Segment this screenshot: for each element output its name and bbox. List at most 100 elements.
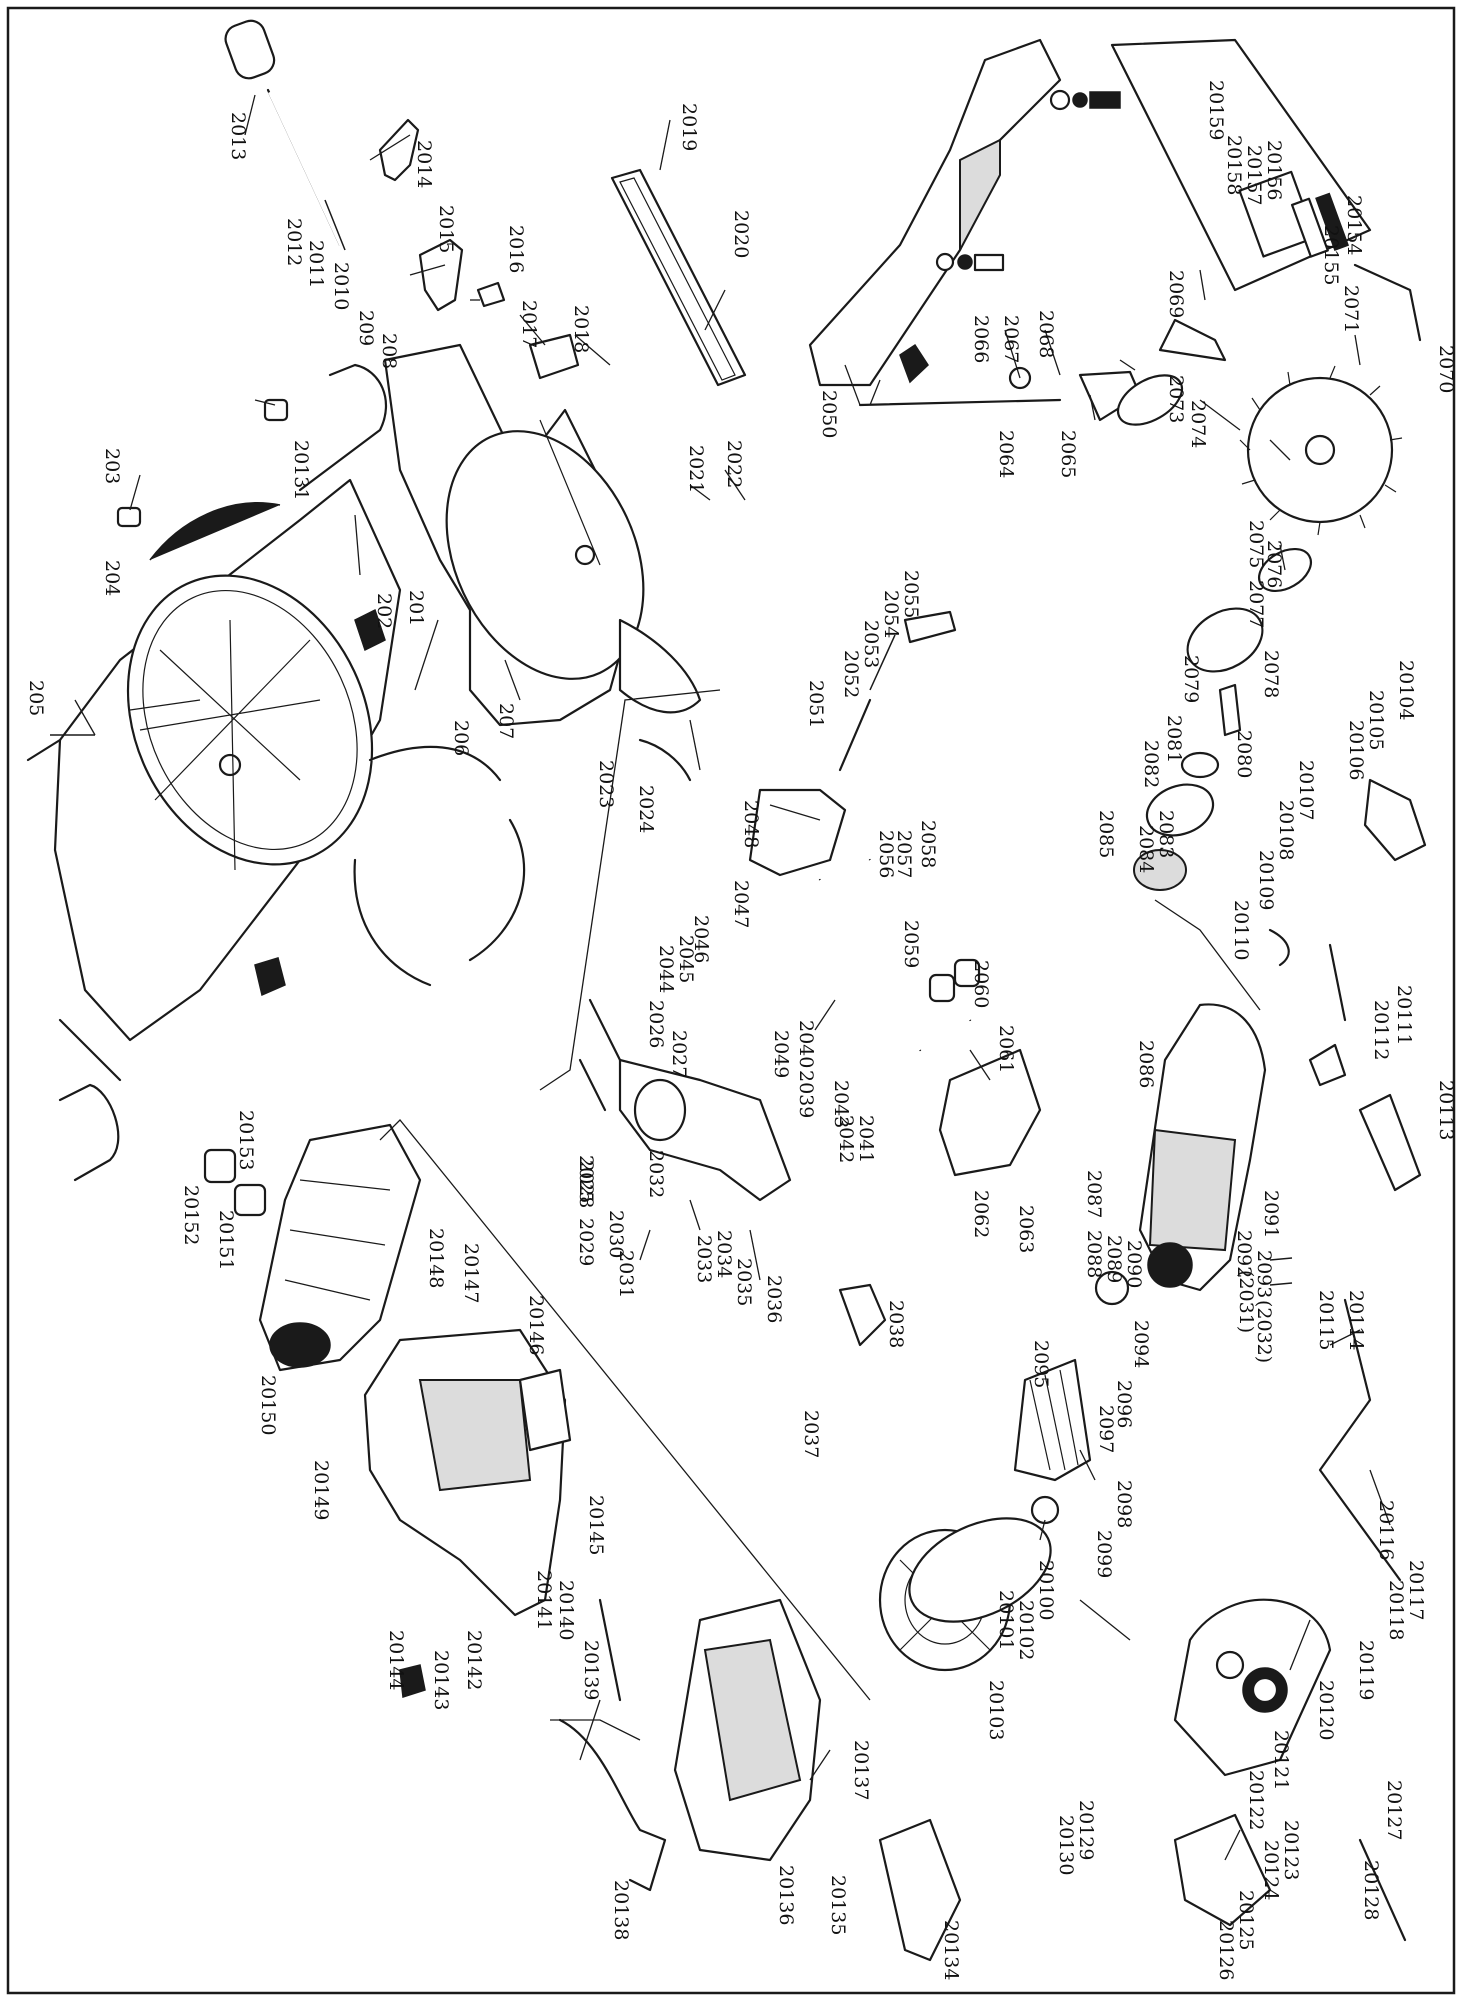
callout-2081: 2081 bbox=[1163, 715, 1185, 763]
callout-208: 208 bbox=[378, 333, 400, 369]
switch-detail-box bbox=[1110, 38, 1372, 292]
callout-2056: 2056 bbox=[875, 830, 897, 878]
callout-20153: 20153 bbox=[235, 1110, 257, 1170]
housing-20101 bbox=[908, 1517, 1052, 1623]
callout-2088: 2088 bbox=[1083, 1230, 1105, 1278]
nut bbox=[1072, 92, 1088, 108]
knob-202 bbox=[354, 608, 386, 652]
callout-2013: 2013 bbox=[227, 112, 249, 160]
callout-2027: 2027 bbox=[668, 1030, 690, 1078]
callout-2098: 2098 bbox=[1113, 1480, 1135, 1528]
callout-20124: 20124 bbox=[1260, 1840, 1282, 1900]
armature-2098 bbox=[1013, 1358, 1092, 1482]
cap-20152 bbox=[203, 1148, 237, 1184]
callout-2093: 2093 bbox=[1253, 1250, 1275, 1298]
callout-2016: 2016 bbox=[505, 225, 527, 273]
callout-20151: 20151 bbox=[215, 1210, 237, 1270]
callout-2097: 2097 bbox=[1095, 1405, 1117, 1453]
callout-20120: 20120 bbox=[1315, 1680, 1337, 1740]
callout-20113: 20113 bbox=[1435, 1080, 1457, 1140]
callout-2064: 2064 bbox=[995, 430, 1017, 478]
callout-2034: 2034 bbox=[713, 1230, 735, 1278]
callout-2073: 2073 bbox=[1165, 375, 1187, 423]
clip-20109 bbox=[1268, 928, 1290, 967]
callout-20158: 20158 bbox=[1223, 135, 1245, 195]
callout-2099: 2099 bbox=[1093, 1530, 1115, 1578]
callout-20147: 20147 bbox=[460, 1243, 482, 1303]
callout-2058: 2058 bbox=[917, 820, 939, 868]
callout-20105: 20105 bbox=[1365, 690, 1387, 750]
callout-20137: 20137 bbox=[850, 1740, 872, 1800]
callout-2096: 2096 bbox=[1113, 1380, 1135, 1428]
pin-2025 bbox=[578, 1058, 607, 1112]
rail-2020 bbox=[610, 168, 747, 387]
callout-209: 209 bbox=[355, 310, 377, 346]
callout-2036: 2036 bbox=[763, 1275, 785, 1323]
callout-2078: 2078 bbox=[1260, 650, 1282, 698]
callout-20155: 20155 bbox=[1320, 225, 1342, 285]
handle-knob bbox=[224, 19, 346, 251]
callout-2015: 2015 bbox=[435, 205, 457, 253]
callout-20156: 20156 bbox=[1263, 140, 1285, 200]
callout-20136: 20136 bbox=[775, 1865, 797, 1925]
tube-2051 bbox=[838, 698, 872, 772]
callout-2079: 2079 bbox=[1180, 655, 1202, 703]
arc-206b bbox=[353, 858, 432, 987]
callout-2077: 2077 bbox=[1245, 580, 1267, 628]
callout-20131: 20131 bbox=[290, 440, 312, 500]
callout-2029: 2029 bbox=[575, 1218, 597, 1266]
callout-202: 202 bbox=[373, 593, 395, 629]
callout-20129: 20129 bbox=[1075, 1800, 1097, 1860]
callout-20122: 20122 bbox=[1245, 1770, 1267, 1830]
bush-2060b bbox=[953, 958, 981, 988]
callout-2024: 2024 bbox=[635, 785, 657, 833]
screw-2093 bbox=[1269, 1282, 1293, 1286]
callout-20100: 20100 bbox=[1035, 1560, 1057, 1620]
rear-handle-20136 bbox=[673, 1598, 822, 1862]
callout-20140: 20140 bbox=[555, 1580, 577, 1640]
switch-20144 bbox=[399, 1664, 426, 1698]
callout-2045: 2045 bbox=[675, 935, 697, 983]
rod-201 bbox=[298, 363, 388, 492]
callout-2050: 2050 bbox=[818, 390, 840, 438]
callout-20104: 20104 bbox=[1395, 660, 1417, 720]
callout-20150: 20150 bbox=[257, 1375, 279, 1435]
callout-2060: 2060 bbox=[970, 960, 992, 1008]
callout-2047: 2047 bbox=[730, 880, 752, 928]
callout-2090: 2090 bbox=[1123, 1240, 1145, 1288]
callout-2091: 2091 bbox=[1260, 1190, 1282, 1238]
callout-2032: 2032 bbox=[645, 1150, 667, 1198]
saw-blade-2074 bbox=[1239, 365, 1403, 536]
callout-2057: 2057 bbox=[893, 830, 915, 878]
head-bracket-2048 bbox=[748, 788, 847, 877]
callout-20127: 20127 bbox=[1383, 1780, 1405, 1840]
callout-2046: 2046 bbox=[690, 915, 712, 963]
upper-arm-housing bbox=[383, 343, 702, 727]
plate-2078 bbox=[1186, 607, 1264, 673]
callout-2061: 2061 bbox=[995, 1025, 1017, 1073]
arc-206c bbox=[468, 818, 526, 962]
callout-2053: 2053 bbox=[860, 620, 882, 668]
callout-2083: 2083 bbox=[1155, 810, 1177, 858]
motor-base-20142 bbox=[363, 1328, 567, 1617]
callout-20143: 20143 bbox=[430, 1650, 452, 1710]
rod-201b bbox=[58, 1083, 120, 1182]
gear-2083 bbox=[1133, 849, 1187, 891]
bracket-2014 bbox=[378, 118, 420, 182]
bracket-20112 bbox=[1308, 1043, 1347, 1087]
callout-205: 205 bbox=[25, 680, 47, 716]
spindle-2079 bbox=[1218, 683, 1242, 737]
callout-20145: 20145 bbox=[585, 1495, 607, 1555]
callout-203: 203 bbox=[101, 448, 123, 484]
callout-2074: 2074 bbox=[1187, 400, 1209, 448]
callout-20106: 20106 bbox=[1345, 720, 1367, 780]
callout-20139: 20139 bbox=[580, 1640, 602, 1700]
callout-20102: 20102 bbox=[1015, 1600, 1037, 1660]
lever-20116 bbox=[1318, 1298, 1402, 1582]
callout-20109: 20109 bbox=[1255, 850, 1277, 910]
callout-20135: 20135 bbox=[827, 1875, 849, 1935]
callout-20159: 20159 bbox=[1205, 80, 1227, 140]
callout-2054: 2054 bbox=[880, 590, 902, 638]
callout-20152: 20152 bbox=[180, 1185, 202, 1245]
callout-20117: 20117 bbox=[1405, 1560, 1427, 1620]
